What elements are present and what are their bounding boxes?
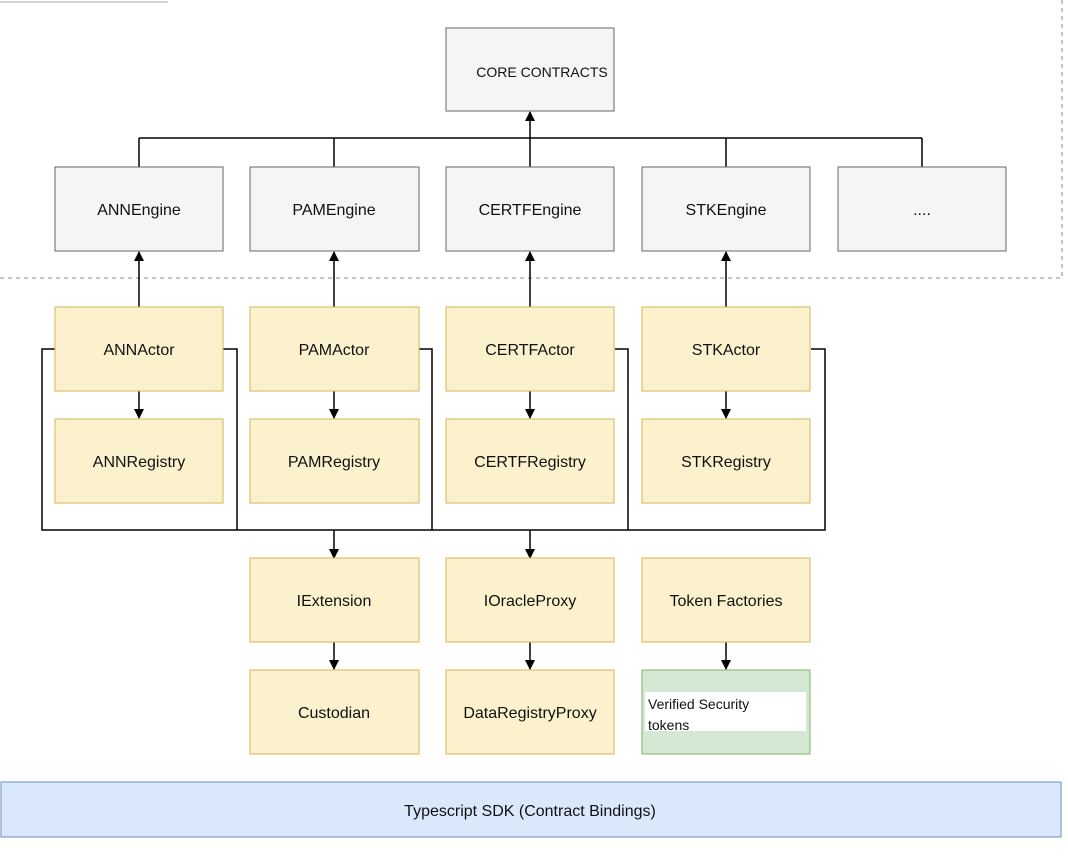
actor-node-pam: PAMActor — [249, 306, 420, 392]
extension-label: IExtension — [297, 593, 372, 610]
core-region-boundary — [0, 0, 1063, 279]
registry-label: ANNRegistry — [93, 454, 185, 471]
registry-node-certf: CERTFRegistry — [445, 418, 615, 504]
extension-label: Token Factories — [670, 593, 783, 610]
extension-node-ioracleproxy: IOracleProxy — [445, 557, 615, 643]
actor-node-certf: CERTFActor — [445, 306, 615, 392]
group-to-extension-arrows — [329, 530, 535, 559]
actor-label: PAMActor — [299, 342, 371, 359]
registry-label: PAMRegistry — [288, 454, 380, 471]
bottom-label-line2: tokens — [648, 717, 689, 733]
engine-to-core-connectors — [138, 111, 923, 167]
actor-to-registry-arrows — [134, 391, 731, 419]
core-contracts-node: CORE CONTRACTS — [445, 27, 615, 112]
bottom-node-custodian: Custodian — [249, 669, 420, 755]
engine-label: .... — [913, 202, 931, 219]
engine-node-certf: CERTFEngine — [445, 166, 615, 252]
engine-node-pam: PAMEngine — [249, 166, 420, 252]
actor-node-ann: ANNActor — [54, 306, 224, 392]
registry-node-stk: STKRegistry — [641, 418, 811, 504]
actor-label: ANNActor — [103, 342, 175, 359]
engine-node-ann: ANNEngine — [54, 166, 224, 252]
bottom-node-dataregistryproxy: DataRegistryProxy — [445, 669, 615, 755]
bottom-label: DataRegistryProxy — [463, 705, 596, 722]
core-contracts-label: CORE CONTRACTS — [476, 64, 607, 80]
actor-node-stk: STKActor — [641, 306, 811, 392]
actor-to-engine-arrows — [134, 251, 731, 307]
registry-node-ann: ANNRegistry — [54, 418, 224, 504]
label-highlight — [645, 692, 806, 731]
extension-label: IOracleProxy — [484, 593, 576, 610]
registry-label: STKRegistry — [681, 454, 771, 471]
engine-label: ANNEngine — [97, 202, 181, 219]
bottom-label: Custodian — [298, 705, 370, 722]
engine-label: PAMEngine — [292, 202, 375, 219]
engine-node-stk: STKEngine — [641, 166, 811, 252]
actor-label: CERTFActor — [485, 342, 575, 359]
extension-node-token-factories: Token Factories — [641, 557, 811, 643]
engine-label: CERTFEngine — [479, 202, 582, 219]
engine-label: STKEngine — [686, 202, 767, 219]
sdk-bar: Typescript SDK (Contract Bindings) — [0, 781, 1062, 838]
bottom-node-verified-security-tokens: Verified Security tokens — [641, 669, 811, 755]
sdk-label: Typescript SDK (Contract Bindings) — [404, 803, 656, 820]
engine-node-more: .... — [837, 166, 1007, 252]
bottom-label-line1: Verified Security — [648, 696, 749, 712]
group-brackets — [41, 348, 826, 531]
extension-node-iextension: IExtension — [249, 557, 420, 643]
registry-node-pam: PAMRegistry — [249, 418, 420, 504]
registry-label: CERTFRegistry — [474, 454, 586, 471]
actor-label: STKActor — [692, 342, 761, 359]
extension-to-bottom-arrows — [329, 642, 731, 670]
